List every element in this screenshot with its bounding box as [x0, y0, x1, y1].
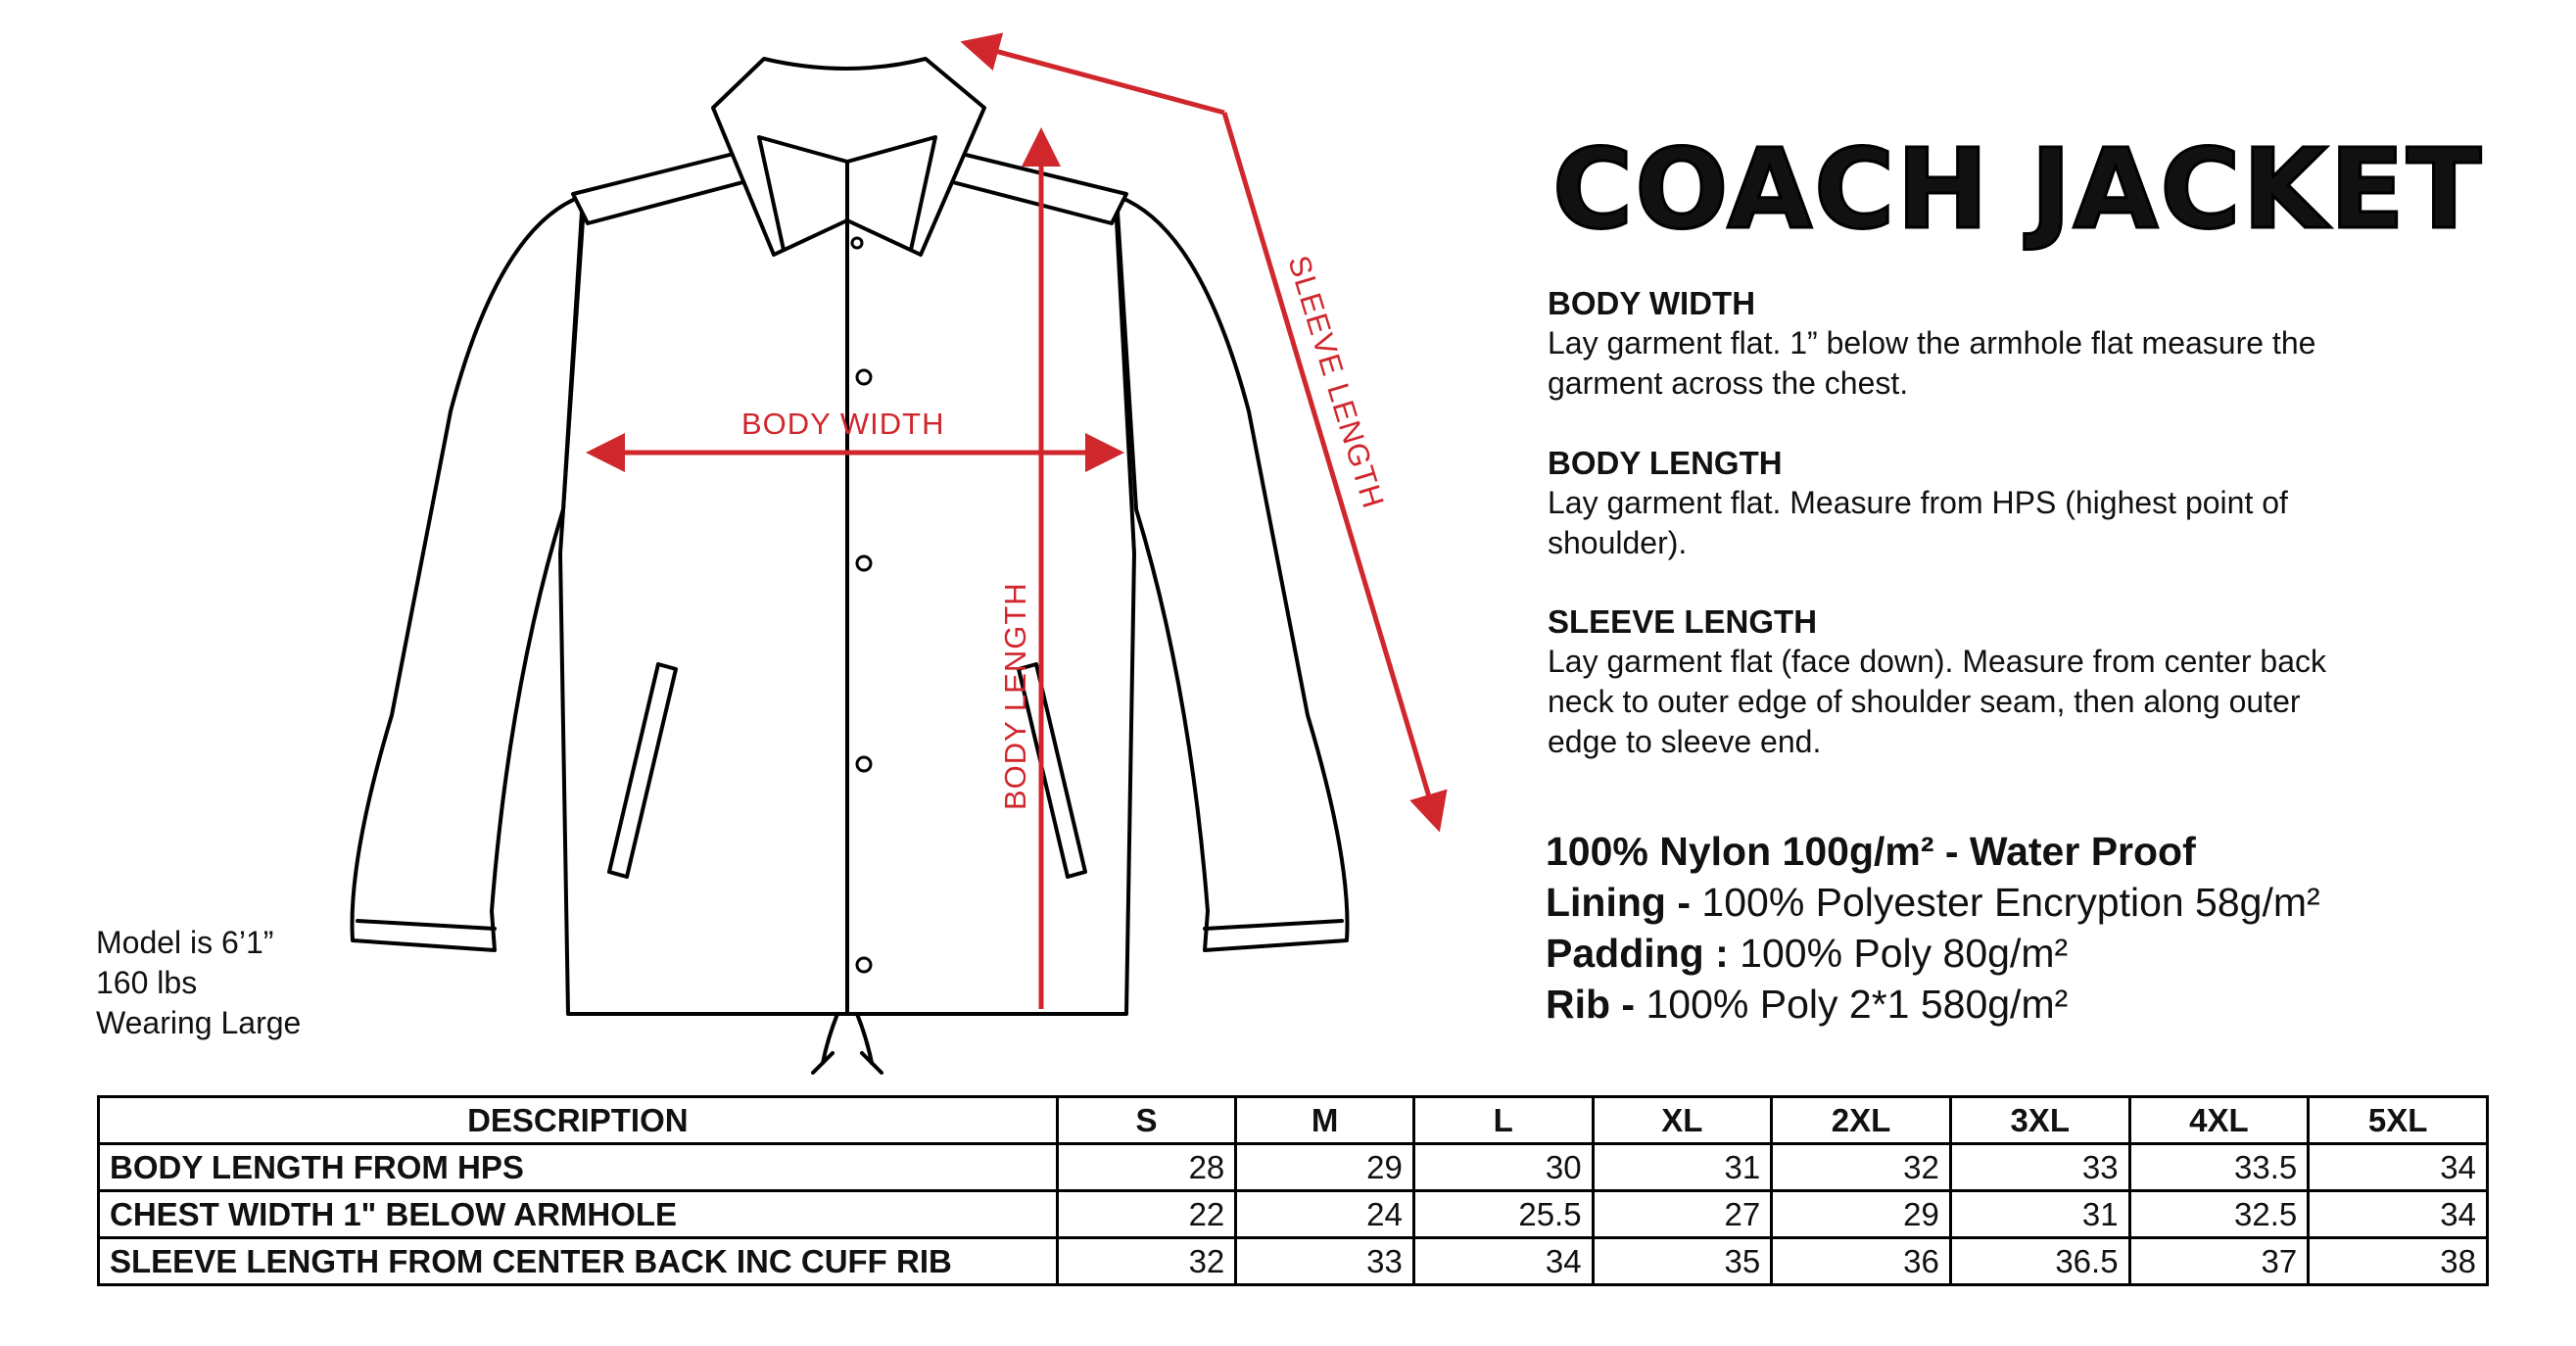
table-cell: 32	[1770, 1142, 1952, 1192]
header-size-2xl: 2XL	[1770, 1095, 1952, 1145]
body-length-text-2: shoulder).	[1548, 525, 1688, 560]
table-cell: 30	[1411, 1142, 1595, 1192]
sleeve-length-arrow-top	[960, 32, 1225, 116]
lining-label: Lining -	[1546, 880, 1692, 925]
button-dot	[850, 236, 864, 250]
header-size-l: L	[1411, 1095, 1595, 1145]
sleeve-length-label: SLEEVE LENGTH	[1281, 252, 1391, 513]
header-size-s: S	[1055, 1095, 1238, 1145]
table-cell: 34	[2307, 1142, 2489, 1192]
table-cell: 22	[1055, 1189, 1238, 1239]
buttons	[850, 236, 873, 974]
sleeve-length-section: SLEEVE LENGTH Lay garment flat (face dow…	[1548, 602, 2527, 762]
sleeve-length-heading: SLEEVE LENGTH	[1548, 603, 1818, 640]
table-cell: 34	[1411, 1236, 1595, 1286]
table-cell: 29	[1770, 1189, 1952, 1239]
table-cell: 37	[2127, 1236, 2311, 1286]
page-title: COACH JACKET	[1550, 126, 2484, 254]
fabric-specs: 100% Nylon 100g/m² - Water Proof Lining …	[1546, 826, 2525, 1030]
body-length-label: BODY LENGTH	[998, 582, 1032, 810]
size-chart-table: DESCRIPTION S M L XL 2XL 3XL 4XL 5XL BOD…	[97, 1095, 2489, 1286]
row-label: BODY LENGTH FROM HPS	[97, 1142, 1059, 1192]
table-cell: 24	[1234, 1189, 1415, 1239]
table-cell: 36.5	[1948, 1236, 2131, 1286]
sleeve-length-text-2: neck to outer edge of shoulder seam, the…	[1548, 684, 2301, 719]
rib-value: 100% Poly 2*1 580g/m²	[1635, 982, 2069, 1027]
padding-value: 100% Poly 80g/m²	[1728, 931, 2069, 976]
body-width-text-1: Lay garment flat. 1” below the armhole f…	[1548, 325, 2316, 361]
header-size-3xl: 3XL	[1948, 1095, 2131, 1145]
table-cell: 35	[1591, 1236, 1774, 1286]
measure-arrows	[586, 32, 1448, 1009]
header-description: DESCRIPTION	[97, 1095, 1059, 1145]
sleeve-length-arrow-down	[1221, 112, 1448, 833]
jacket-diagram: BODY WIDTH BODY LENGTH SLEEVE LENGTH	[350, 32, 1448, 1075]
fabric-main: 100% Nylon 100g/m² - Water Proof	[1546, 829, 2196, 874]
table-row: SLEEVE LENGTH FROM CENTER BACK INC CUFF …	[97, 1236, 2489, 1286]
body-width-section: BODY WIDTH Lay garment flat. 1” below th…	[1548, 284, 2527, 404]
table-cell: 32.5	[2127, 1189, 2311, 1239]
model-height: Model is 6’1”	[96, 925, 274, 960]
sleeve-length-text-3: edge to sleeve end.	[1548, 724, 1822, 759]
table-row: BODY LENGTH FROM HPS 28 29 30 31 32 33 3…	[97, 1142, 2489, 1192]
model-size: Wearing Large	[96, 1005, 302, 1040]
table-row: CHEST WIDTH 1" BELOW ARMHOLE 22 24 25.5 …	[97, 1189, 2489, 1239]
table-cell: 38	[2307, 1236, 2489, 1286]
table-cell: 25.5	[1411, 1189, 1595, 1239]
button-dot	[855, 368, 873, 386]
button-dot	[855, 956, 873, 974]
body-length-heading: BODY LENGTH	[1548, 445, 1783, 481]
sleeve-length-text-1: Lay garment flat (face down). Measure fr…	[1548, 644, 2327, 679]
table-cell: 31	[1591, 1142, 1774, 1192]
row-label: SLEEVE LENGTH FROM CENTER BACK INC CUFF …	[97, 1236, 1059, 1286]
body-width-text-2: garment across the chest.	[1548, 365, 1909, 401]
body-length-text-1: Lay garment flat. Measure from HPS (high…	[1548, 485, 2288, 520]
header-size-m: M	[1234, 1095, 1415, 1145]
rib-label: Rib -	[1546, 982, 1636, 1027]
body-length-section: BODY LENGTH Lay garment flat. Measure fr…	[1548, 444, 2527, 563]
header-size-xl: XL	[1591, 1095, 1774, 1145]
table-cell: 27	[1591, 1189, 1774, 1239]
lining-value: 100% Polyester Encryption 58g/m²	[1691, 880, 2320, 925]
table-cell: 29	[1234, 1142, 1415, 1192]
row-label: CHEST WIDTH 1" BELOW ARMHOLE	[97, 1189, 1059, 1239]
table-cell: 33	[1234, 1236, 1415, 1286]
jacket-outline	[350, 57, 1350, 1075]
header-size-5xl: 5XL	[2307, 1095, 2489, 1145]
table-cell: 31	[1948, 1189, 2131, 1239]
body-width-label: BODY WIDTH	[741, 407, 945, 441]
header-size-4xl: 4XL	[2127, 1095, 2311, 1145]
model-weight: 160 lbs	[96, 965, 198, 1000]
table-cell: 33.5	[2127, 1142, 2311, 1192]
model-note: Model is 6’1” 160 lbs Wearing Large	[96, 923, 301, 1043]
table-cell: 34	[2307, 1189, 2489, 1239]
table-cell: 28	[1055, 1142, 1238, 1192]
table-cell: 36	[1770, 1236, 1952, 1286]
button-dot	[855, 755, 873, 773]
button-dot	[855, 554, 873, 572]
padding-label: Padding :	[1546, 931, 1729, 976]
table-cell: 32	[1055, 1236, 1238, 1286]
table-cell: 33	[1948, 1142, 2131, 1192]
table-header-row: DESCRIPTION S M L XL 2XL 3XL 4XL 5XL	[97, 1095, 2489, 1145]
body-width-heading: BODY WIDTH	[1548, 285, 1756, 321]
